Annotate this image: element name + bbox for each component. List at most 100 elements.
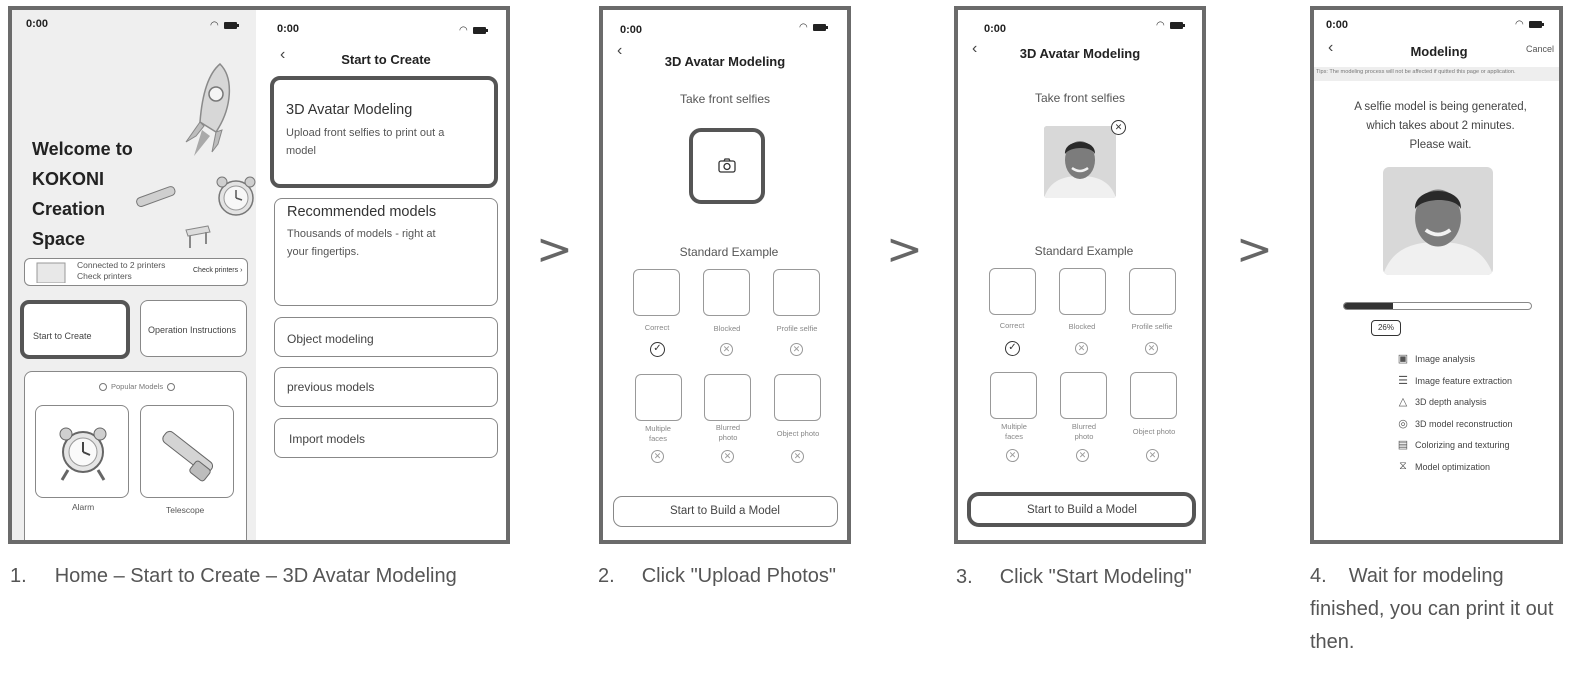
next-arrow-3: >: [1236, 224, 1273, 275]
remove-photo-icon[interactable]: ✕: [1111, 120, 1126, 135]
take-selfies-label: Take front selfies: [679, 92, 771, 106]
example-object-thumb: [774, 374, 821, 421]
battery-icon: [472, 27, 488, 34]
telescope-label: Telescope: [166, 505, 205, 515]
example-blurred-label: Blurred photo: [1071, 422, 1097, 441]
image-analysis-icon: ▣: [1397, 353, 1409, 365]
caption-text-line-3: then.: [1310, 631, 1355, 653]
example-correct-thumb: [989, 268, 1036, 315]
step-image-feature-extraction: ☰Image feature extraction: [1397, 374, 1512, 387]
example-blurred-label: Blurred photo: [715, 423, 741, 442]
step-3d-model-reconstruction: ◎3D model reconstruction: [1397, 417, 1513, 430]
start-build-model-button[interactable]: Start to Build a Model: [613, 496, 838, 527]
spyglass-illustration: [136, 186, 176, 207]
menu-recommended-models[interactable]: Recommended models Thousands of models -…: [274, 198, 498, 306]
recommended-desc: Thousands of models - right at your fing…: [287, 228, 436, 258]
uploaded-selfie-photo: [1044, 126, 1116, 198]
example-blurred-thumb: [704, 374, 751, 421]
progress-bar-track: [1343, 302, 1532, 310]
check-printers-link[interactable]: Check printers ›: [193, 267, 242, 274]
correct-check-icon: ✓: [650, 342, 665, 357]
back-icon[interactable]: ‹: [1328, 39, 1334, 56]
caption-number: 2.: [598, 565, 615, 587]
profile-x-icon: ✕: [790, 343, 803, 356]
progress-bar-fill: [1344, 303, 1393, 309]
start-to-create-screen: 0:00 ◠ ‹ Start to Create 3D Avatar Model…: [256, 10, 506, 540]
menu-3d-avatar-modeling[interactable]: 3D Avatar Modeling Upload front selfies …: [270, 76, 498, 188]
panel-start-modeling: 0:00 ◠ ‹ 3D Avatar Modeling Take front s…: [954, 6, 1206, 544]
example-profile-thumb: [773, 269, 820, 316]
example-blocked-thumb: [703, 269, 750, 316]
example-correct-label: Correct: [644, 323, 670, 332]
example-correct-label: Correct: [999, 321, 1025, 330]
popular-models-header: Popular Models: [99, 382, 176, 391]
dot-left-icon: [99, 382, 107, 391]
alarm-label: Alarm: [72, 502, 95, 512]
step-label: 3D depth analysis: [1415, 396, 1487, 407]
step-model-optimization: ⧖Model optimization: [1397, 460, 1490, 473]
start-build-model-button[interactable]: Start to Build a Model: [967, 492, 1196, 527]
model-card-alarm[interactable]: [35, 405, 129, 498]
previous-models-label: previous models: [287, 380, 375, 394]
cancel-button[interactable]: Cancel: [1526, 44, 1555, 54]
caption-text: Click "Start Modeling": [999, 566, 1192, 588]
wifi-icon: ◠: [1515, 19, 1524, 30]
back-icon[interactable]: ‹: [972, 40, 978, 57]
texturing-icon: ▤: [1397, 439, 1409, 451]
printers-check-text: Check printers: [77, 271, 132, 281]
blocked-x-icon: ✕: [720, 343, 733, 356]
operation-instructions-label: Operation Instructions: [148, 325, 237, 335]
example-blocked-label: Blocked: [713, 324, 741, 333]
profile-x-icon: ✕: [1145, 342, 1158, 355]
wifi-icon: ◠: [210, 20, 219, 31]
printer-icon: [36, 262, 66, 283]
progress-percent: 26%: [1377, 323, 1394, 332]
back-icon[interactable]: ‹: [280, 46, 286, 63]
page-title: Start to Create: [341, 52, 431, 67]
example-object-label: Object photo: [1132, 427, 1176, 436]
popular-models-card: Popular Models: [24, 371, 247, 540]
menu-object-modeling[interactable]: Object modeling: [274, 317, 498, 357]
telescope-icon: [162, 430, 214, 482]
step-label: Colorizing and texturing: [1415, 439, 1510, 450]
menu-previous-models[interactable]: previous models: [274, 367, 498, 407]
message-line-1: A selfie model is being generated,: [1354, 101, 1527, 113]
import-models-label: Import models: [289, 432, 366, 446]
back-icon[interactable]: ‹: [617, 42, 623, 59]
example-profile-thumb: [1129, 268, 1176, 315]
popular-models-label: Popular Models: [111, 382, 164, 391]
page-title: 3D Avatar Modeling: [664, 54, 786, 69]
caption-step-1: 1.Home – Start to Create – 3D Avatar Mod…: [10, 560, 457, 593]
wifi-icon: ◠: [1156, 20, 1165, 31]
upload-photo-button[interactable]: [689, 128, 765, 204]
caption-text: Wait for modeling: [1348, 565, 1504, 587]
correct-check-icon: ✓: [1005, 341, 1020, 356]
status-icons: ◠: [459, 25, 488, 36]
caption-step-3: 3.Click "Start Modeling": [956, 561, 1192, 594]
welcome-line-4: Space: [32, 229, 86, 249]
battery-icon: [1169, 22, 1185, 29]
battery-icon: [223, 22, 239, 29]
menu-import-models[interactable]: Import models: [274, 418, 498, 458]
start-to-create-label: Start to Create: [33, 331, 92, 341]
printer-status-bar[interactable]: Connected to 2 printers Check printers C…: [24, 258, 248, 286]
caption-number: 1.: [10, 565, 27, 587]
modeling-message: A selfie model is being generated, which…: [1314, 98, 1559, 155]
battery-icon: [1528, 21, 1544, 28]
message-line-2: which takes about 2 minutes.: [1366, 120, 1515, 132]
step-3d-depth-analysis: △3D depth analysis: [1397, 395, 1487, 408]
optimization-icon: ⧖: [1399, 460, 1407, 472]
alarm-icon: [59, 427, 107, 481]
step-label: 3D model reconstruction: [1415, 418, 1513, 429]
example-object-label: Object photo: [776, 429, 820, 438]
tips-text: Tips: The modeling process will not be a…: [1316, 69, 1516, 75]
operation-instructions-button[interactable]: Operation Instructions: [140, 300, 247, 357]
start-to-create-button[interactable]: Start to Create: [20, 300, 130, 359]
wifi-icon: ◠: [799, 22, 808, 33]
model-card-telescope[interactable]: [140, 405, 234, 498]
caption-step-2: 2.Click "Upload Photos": [598, 560, 836, 593]
caption-step-4: 4.Wait for modeling finished, you can pr…: [1310, 560, 1570, 659]
rocket-illustration: [185, 62, 231, 156]
blurred-x-icon: ✕: [721, 450, 734, 463]
feature-extraction-icon: ☰: [1398, 375, 1408, 387]
